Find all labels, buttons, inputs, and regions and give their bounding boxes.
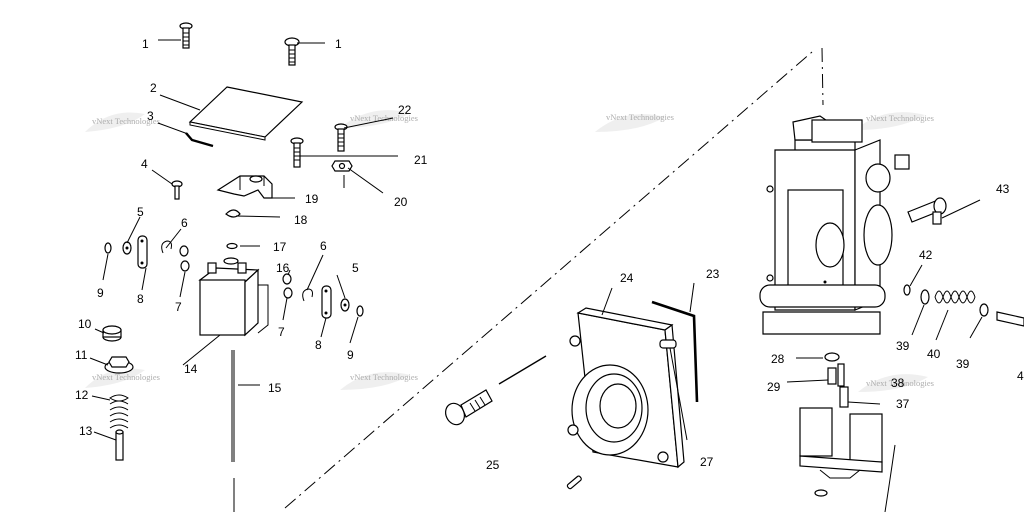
linkage-right: [282, 273, 364, 319]
callout-19: 19: [305, 192, 319, 206]
spring-part: [109, 394, 129, 429]
callout-16: 16: [276, 261, 290, 275]
callout-8b: 8: [315, 338, 322, 352]
svg-text:vNext Technologies: vNext Technologies: [350, 113, 418, 123]
callout-7a: 7: [175, 300, 182, 314]
plunger-rod: [115, 429, 124, 461]
callout-39b: 39: [956, 357, 970, 371]
screw-part-1b: [284, 37, 300, 66]
watermark: vNext Technologies: [85, 112, 160, 132]
screw-part-22: [334, 123, 348, 152]
svg-text:vNext Technologies: vNext Technologies: [606, 112, 674, 122]
watermark: vNext Technologies: [340, 372, 418, 390]
callout-40: 40: [927, 347, 941, 361]
throttle-slide: [198, 262, 269, 337]
callout-18: 18: [294, 213, 308, 227]
watermark: vNext Technologies: [595, 112, 674, 132]
clip-part: [185, 132, 214, 148]
washer-part-42: [903, 284, 911, 296]
retaining-clip: [225, 209, 241, 218]
callout-42: 42: [919, 248, 933, 262]
callout-6a: 6: [181, 216, 188, 230]
washer-part-16: [223, 257, 239, 265]
callout-10: 10: [78, 317, 92, 331]
callout-9b: 9: [347, 348, 354, 362]
pin-part: [566, 475, 582, 490]
callout-28: 28: [771, 352, 785, 366]
callout-29: 29: [767, 380, 781, 394]
callout-12: 12: [75, 388, 89, 402]
callout-1a: 1: [142, 37, 149, 51]
watermark: vNext Technologies: [340, 110, 418, 128]
o-ring-28: [824, 352, 840, 362]
screw-part-1a: [179, 22, 193, 49]
callout-5b: 5: [352, 261, 359, 275]
bracket-part: [216, 175, 273, 199]
callout-1b: 1: [335, 37, 342, 51]
callout-27: 27: [700, 455, 714, 469]
callout-11: 11: [75, 348, 88, 362]
gasket-strip: [651, 300, 699, 403]
intake-flange: [567, 307, 685, 469]
callout-37: 37: [896, 397, 910, 411]
callout-23: 23: [706, 267, 720, 281]
float-assembly: [799, 407, 883, 497]
callout-38: 38: [891, 376, 905, 390]
svg-text:vNext Technologies: vNext Technologies: [866, 113, 934, 123]
o-ring-small: [226, 242, 238, 250]
assembly-lines: [233, 47, 824, 512]
washer-part-39b: [979, 303, 989, 317]
svg-text:vNext Technologies: vNext Technologies: [350, 372, 418, 382]
svg-text:vNext Technologies: vNext Technologies: [92, 116, 160, 126]
jet-part-29: [827, 363, 845, 387]
leader-lines: [89, 39, 983, 441]
callout-2: 2: [150, 81, 157, 95]
callout-4-edge: 4: [1017, 369, 1024, 383]
screw-part-21: [290, 137, 304, 168]
callout-7b: 7: [278, 325, 285, 339]
watermark: vNext Technologies: [855, 112, 934, 130]
callout-3: 3: [147, 109, 154, 123]
nut-part-20: [331, 160, 353, 172]
callout-8a: 8: [137, 292, 144, 306]
cap-part: [102, 325, 122, 342]
float-pin: [884, 444, 896, 512]
svg-text:vNext Technologies: vNext Technologies: [866, 378, 934, 388]
stud-part: [659, 339, 677, 349]
callout-39a: 39: [896, 339, 910, 353]
callout-4: 4: [141, 157, 148, 171]
callout-15: 15: [268, 381, 282, 395]
callout-24: 24: [620, 271, 634, 285]
callout-13: 13: [79, 424, 93, 438]
linkage-left: [104, 235, 190, 272]
callout-6b: 6: [320, 239, 327, 253]
callout-5a: 5: [137, 205, 144, 219]
watermark: vNext Technologies: [85, 368, 160, 388]
callout-22: 22: [398, 103, 412, 117]
callout-21: 21: [414, 153, 428, 167]
nut-part: [104, 356, 134, 374]
screw-tip-part: [996, 311, 1024, 327]
callout-17: 17: [273, 240, 287, 254]
elbow-fitting: [907, 197, 947, 225]
callout-43: 43: [996, 182, 1010, 196]
callout-20: 20: [394, 195, 408, 209]
bolt-part: [445, 355, 547, 426]
callout-25: 25: [486, 458, 500, 472]
svg-text:vNext Technologies: vNext Technologies: [92, 372, 160, 382]
watermark: vNext Technologies: [858, 374, 934, 392]
callout-labels: 1 1 2 3 4 5 6 7 8 9 10 11 12 13 14 15 16…: [75, 37, 1024, 472]
callout-14: 14: [184, 362, 198, 376]
washer-part-39a: [920, 289, 930, 305]
jet-part-37: [839, 386, 849, 408]
callout-9a: 9: [97, 286, 104, 300]
gasket-plate: [188, 86, 304, 141]
small-screw-part: [171, 180, 183, 200]
watermarks: vNext Technologies vNext Technologies vN…: [85, 110, 934, 392]
carburetor-body: [759, 115, 910, 335]
spring-part-40: [934, 290, 976, 304]
